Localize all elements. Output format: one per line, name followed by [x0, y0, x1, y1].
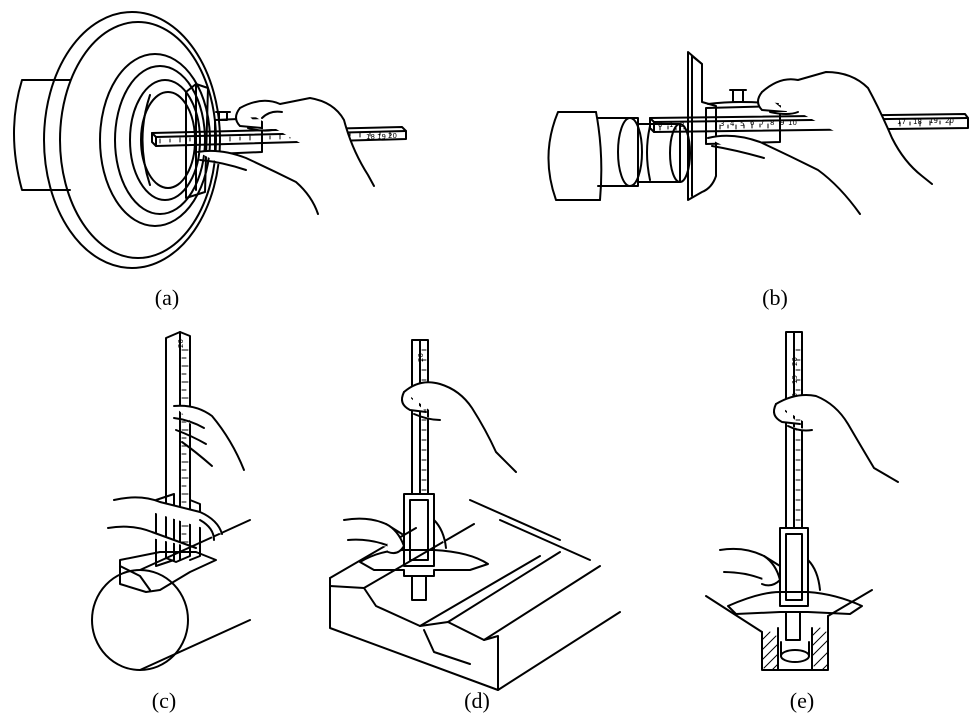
- scale-number-d-20: 20: [417, 353, 425, 362]
- depth-gauge-a: [151, 83, 407, 199]
- scale-number-b-10: 10: [788, 119, 797, 127]
- scale-number-b-6: 6: [750, 119, 755, 127]
- scale-number-b-18: 18: [913, 118, 922, 126]
- scale-ticks-d: [421, 349, 427, 491]
- caption-c: (c): [151, 688, 177, 713]
- caption-d: (d): [464, 688, 490, 713]
- scale-number-e-20: 20: [791, 357, 799, 366]
- hand-d-upper: [401, 381, 517, 473]
- scale-number-a-18: 18: [366, 133, 375, 141]
- scale-number-b-2: 2: [680, 121, 684, 129]
- figure-c: 20: [91, 331, 251, 671]
- depth-gauge-d: [359, 339, 489, 601]
- scale-number-c-20: 20: [177, 339, 185, 348]
- hand-d-lower: [343, 517, 447, 555]
- hand-a: [197, 97, 375, 215]
- hand-b: [707, 71, 933, 215]
- scale-number-b-3: 3: [720, 120, 724, 128]
- figure-b: 0 1 2 3 4 5 6 7 8 9 10 17 18 19 20: [547, 51, 969, 215]
- hand-c-lower: [107, 496, 223, 549]
- scale-number-b-9: 9: [780, 119, 784, 127]
- scale-number-b-5: 5: [740, 120, 744, 128]
- scale-number-b-17: 17: [897, 118, 906, 126]
- round-bar-c: [91, 519, 251, 671]
- scale-number-b-1: 1: [669, 121, 673, 129]
- dovetail-block-d: [329, 499, 621, 691]
- scale-number-b-7: 7: [760, 119, 764, 127]
- scale-number-a-20: 20: [388, 132, 397, 140]
- scale-ticks-b: [659, 120, 951, 131]
- scale-number-e-19: 19: [791, 375, 799, 384]
- caption-e: (e): [789, 688, 815, 713]
- depth-gauge-e: [727, 331, 863, 641]
- scale-number-a-19: 19: [377, 133, 386, 141]
- figure-d: 20: [329, 339, 621, 691]
- hatching-e: [761, 627, 829, 671]
- depth-gauge-c: [119, 331, 217, 593]
- scale-number-b-8: 8: [770, 119, 774, 127]
- hand-e-upper: [773, 394, 899, 483]
- workpiece-e: [705, 589, 873, 671]
- figure-e: 20 19 18: [705, 331, 899, 671]
- scale-number-b-20: 20: [945, 117, 954, 125]
- caption-a: (a): [154, 285, 180, 310]
- shaft-part: [547, 111, 691, 201]
- hand-c-upper: [173, 404, 245, 471]
- caption-b: (b): [762, 285, 788, 310]
- scale-number-b-19: 19: [929, 117, 938, 125]
- scale-number-b-4: 4: [730, 120, 735, 128]
- figure-a: 18 19 20: [13, 11, 407, 269]
- scale-number-b-0: 0: [658, 121, 662, 129]
- flange-part: [13, 11, 221, 269]
- hand-e-lower: [719, 547, 821, 591]
